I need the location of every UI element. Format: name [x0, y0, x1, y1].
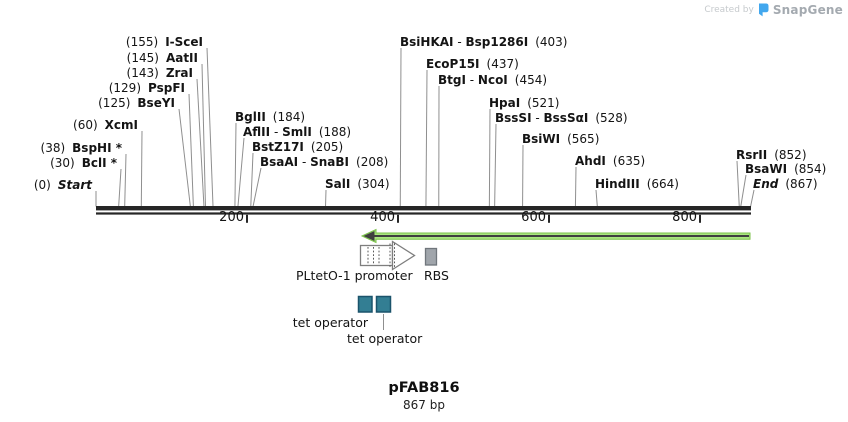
site-label-bseyi[interactable]: (125)BseYI [98, 96, 175, 110]
feature-arrow-head [363, 231, 375, 241]
tet-operator-1-label[interactable]: tet operator [292, 315, 368, 330]
site-label-bcli[interactable]: (30)BclI * [50, 156, 117, 170]
site-leader-line [425, 69, 428, 207]
site-leader-line [252, 167, 262, 207]
site-label-ecop15i[interactable]: EcoP15I(437) [426, 57, 519, 71]
leader-lines-group [95, 47, 755, 207]
site-label-hpai[interactable]: HpaI(521) [489, 96, 560, 110]
site-label-bstz17i[interactable]: BstZ17I(205) [252, 140, 344, 154]
snapgene-logo-icon [758, 3, 769, 17]
site-leader-line [595, 189, 598, 207]
site-label-pspfi[interactable]: (129)PspFI [108, 81, 185, 95]
tet-operator-glyphs [357, 295, 392, 330]
tet-operator-2-glyph[interactable] [375, 295, 392, 313]
site-label-bglii[interactable]: BglII(184) [235, 110, 306, 124]
site-label-bsiwi[interactable]: BsiWI(565) [522, 132, 600, 146]
site-leader-line [237, 137, 245, 207]
sequence-axis-bar-bottom [96, 212, 751, 215]
axis-tick-marks-group [246, 214, 701, 223]
axis-tick-label: 600 [521, 210, 546, 225]
site-leader-line [494, 123, 497, 207]
site-leader-line [488, 108, 491, 207]
site-leader-line [736, 160, 740, 207]
axis-tick-label: 200 [219, 210, 244, 225]
site-label-aatii[interactable]: (145)AatII [126, 51, 198, 65]
site-label-bsihkai[interactable]: BsiHKAI - Bsp1286I(403) [400, 35, 568, 49]
site-label-zrai[interactable]: (143)ZraI [126, 66, 193, 80]
site-label-bsssi[interactable]: BssSI - BssSαI(528) [495, 111, 628, 125]
reverse-feature-arrow[interactable] [360, 228, 751, 244]
axis-tick-mark [699, 214, 701, 223]
watermark-created-by-text: Created by [704, 5, 754, 15]
site-label-hindiii[interactable]: HindIII(664) [595, 177, 679, 191]
axis-tick-mark [397, 214, 399, 223]
axis-tick-mark [548, 214, 550, 223]
site-label-sali[interactable]: SalI(304) [325, 177, 390, 191]
site-leader-line [196, 78, 205, 207]
site-leader-line [750, 189, 755, 207]
site-label-aflii[interactable]: AflII - SmlI(188) [243, 125, 352, 139]
axis-tick-label: 800 [672, 210, 697, 225]
site-label-start[interactable]: (0)Start [33, 178, 92, 192]
watermark-brand-text: SnapGene [772, 3, 843, 17]
site-leader-line [188, 93, 194, 207]
rbs-glyph[interactable] [424, 247, 438, 266]
plasmid-name: pFAB816 [388, 380, 460, 396]
site-label-end[interactable]: End(867) [753, 177, 818, 191]
site-label-xcmi[interactable]: (60)XcmI [73, 118, 138, 132]
site-label-btgi[interactable]: BtgI - NcoI(454) [438, 73, 548, 87]
promoter-label[interactable]: PLtetO-1 promoter [296, 268, 413, 283]
promoter-glyph[interactable] [359, 240, 416, 271]
site-leader-line [118, 168, 122, 207]
rbs-label[interactable]: RBS [424, 268, 449, 283]
site-leader-line [399, 47, 402, 207]
site-leader-line [234, 122, 237, 207]
site-label-i-scei[interactable]: (155)I-SceI [125, 35, 203, 49]
site-label-bsphi[interactable]: (38)BspHI * [40, 141, 122, 155]
site-label-ahdi[interactable]: AhdI(635) [575, 154, 646, 168]
plasmid-length: 867 bp [403, 398, 445, 412]
site-leader-line [206, 47, 214, 207]
axis-tick-label: 400 [370, 210, 395, 225]
site-leader-line [124, 153, 127, 207]
axis-tick-mark [246, 214, 248, 223]
tet-operator-1-glyph[interactable] [357, 295, 373, 313]
site-label-bsaai[interactable]: BsaAI - SnaBI(208) [260, 155, 389, 169]
site-label-bsawi[interactable]: BsaWI(854) [745, 162, 827, 176]
tet-operator-2-label[interactable]: tet operator [347, 331, 423, 346]
site-leader-line [574, 166, 577, 207]
site-leader-line [250, 152, 254, 207]
site-leader-line [178, 108, 191, 207]
site-label-rsrii[interactable]: RsrII(852) [736, 148, 807, 162]
site-leader-line [740, 174, 747, 207]
site-leader-line [140, 130, 143, 207]
watermark: Created by SnapGene [704, 3, 843, 17]
promoter-arrow[interactable] [391, 240, 416, 271]
sequence-axis-bar-top [96, 206, 751, 211]
site-leader-line [201, 63, 206, 207]
